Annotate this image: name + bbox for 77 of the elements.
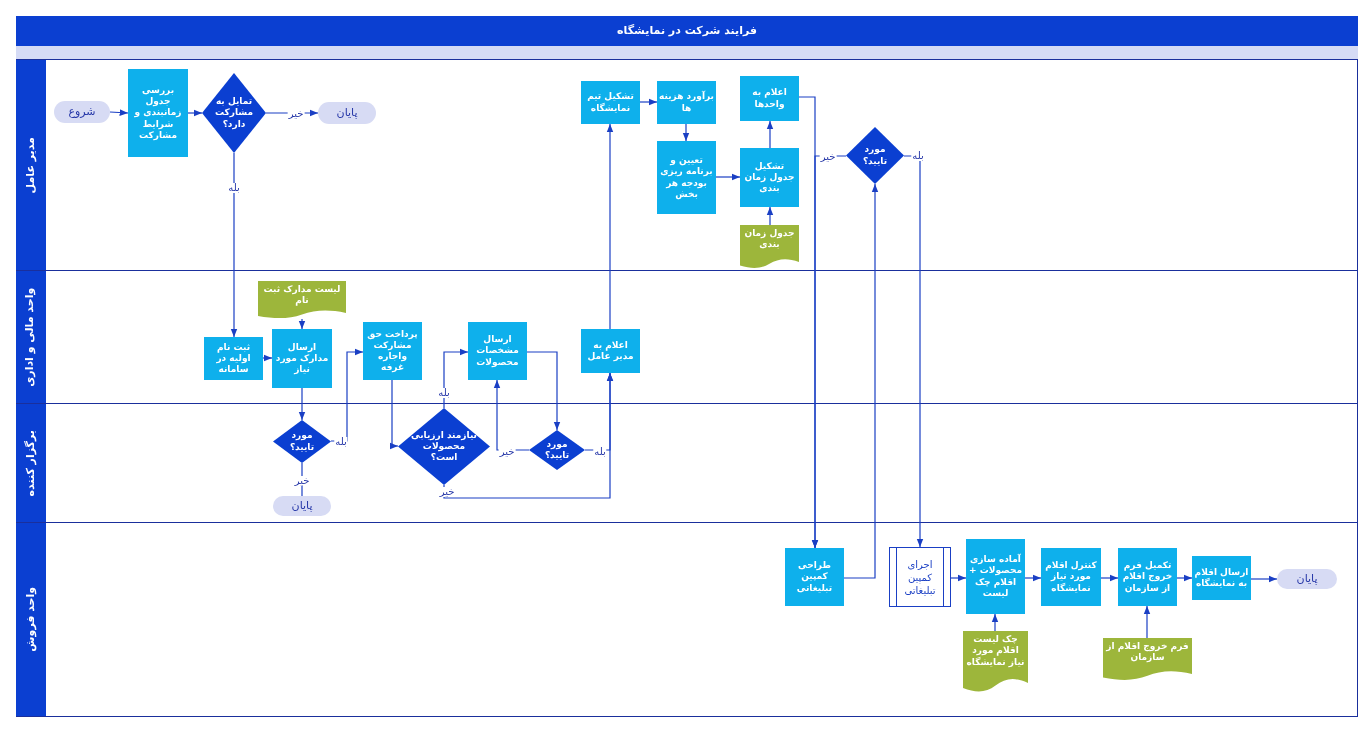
process-box: اعلام به واحدها: [740, 76, 799, 121]
edge-label: بله: [593, 447, 607, 457]
arrow: [606, 123, 614, 330]
arrow: [109, 109, 129, 116]
decision-diamond: مورد تایید؟: [529, 430, 585, 470]
decision-diamond: تمایل به مشارکت دارد؟: [202, 73, 266, 153]
document-shape: جدول زمان بندی: [740, 225, 799, 269]
process-box: کنترل اقلام مورد نیاز نمایشگاه: [1041, 548, 1101, 606]
lane-header: مدیر عامل: [16, 60, 46, 270]
subprocess-box: اجرای کمپین تبلیغاتی: [889, 547, 951, 607]
process-box: تشکیل جدول زمان بندی: [740, 148, 799, 207]
arrow: [1143, 605, 1151, 639]
terminal-pill: پایان: [318, 102, 376, 124]
arrow: [265, 109, 319, 117]
arrow: [443, 372, 614, 499]
process-box: ارسال اقلام به نمایشگاه: [1192, 556, 1251, 600]
process-box: آماده سازی محصولات + اقلام چک لیست: [966, 539, 1025, 614]
process-box: طراحی کمپین تبلیغاتی: [785, 548, 844, 606]
process-box: ثبت نام اولیه در سامانه: [204, 337, 263, 380]
swimlane: [16, 271, 1358, 404]
decision-diamond: نیازمند ارزیابی محصولات است؟: [398, 408, 490, 485]
arrow: [811, 155, 847, 549]
edge-label: خیر: [287, 109, 305, 119]
process-box: ارسال مشخصات محصولات: [468, 322, 527, 380]
terminal-pill: پایان: [1277, 569, 1337, 589]
terminal-pill: شروع: [54, 101, 110, 123]
lane-header: واحد مالی و اداری: [16, 271, 46, 403]
arrow: [1250, 575, 1278, 583]
arrow: [1100, 574, 1119, 582]
process-box: تکمیل فرم خروج اقلام از سازمان: [1118, 548, 1177, 606]
process-box: تشکیل تیم نمایشگاه: [581, 81, 640, 124]
arrow: [443, 348, 469, 409]
process-box: برآورد هزینه ها: [657, 81, 716, 124]
arrow: [1176, 574, 1193, 582]
document-shape: لیست مدارک ثبت نام: [258, 281, 346, 319]
arrow: [766, 206, 774, 226]
decision-diamond: مورد تایید؟: [273, 420, 331, 463]
arrow: [715, 173, 741, 181]
lane-header: برگزار کننده: [16, 404, 46, 522]
arrow: [230, 152, 238, 338]
arrow: [389, 379, 399, 450]
arrow: [262, 354, 273, 362]
edge-label: بله: [911, 151, 925, 161]
arrow: [766, 120, 774, 149]
arrow: [526, 351, 561, 431]
arrow: [991, 613, 999, 632]
edge-label: خیر: [498, 447, 516, 457]
process-box: تعیین و برنامه ریزی بودجه هر بخش: [657, 141, 716, 214]
document-shape: چک لیست اقلام مورد نیاز نمایشگاه: [963, 631, 1028, 693]
edge-label: بله: [334, 437, 348, 447]
process-box: ارسال مدارک مورد نیاز: [272, 329, 332, 388]
process-box: اعلام به مدیر عامل: [581, 329, 640, 373]
document-shape: فرم خروج اقلام از سازمان: [1103, 638, 1192, 681]
arrow: [903, 155, 924, 548]
arrow: [298, 387, 306, 421]
decision-diamond: مورد تایید؟: [846, 127, 904, 184]
edge-label: بله: [227, 183, 241, 193]
arrow: [330, 348, 364, 442]
arrow: [950, 574, 967, 582]
edge-label: خیر: [293, 476, 311, 486]
arrow: [298, 318, 306, 330]
lane-header: واحد فروش: [16, 523, 46, 716]
swimlane: [16, 404, 1358, 523]
title-bar: فرایند شرکت در نمایشگاه: [16, 16, 1358, 46]
arrow: [1024, 574, 1042, 582]
swimlane: [16, 60, 1358, 271]
arrow: [843, 183, 879, 579]
edge-label: خیر: [438, 487, 456, 497]
edge-label: بله: [437, 388, 451, 398]
arrow: [639, 98, 658, 106]
arrow: [493, 379, 530, 451]
arrow: [187, 109, 203, 117]
process-box: پرداخت حق مشارکت واجاره غرفه: [363, 322, 422, 380]
terminal-pill: پایان: [273, 496, 331, 516]
arrow: [682, 123, 690, 142]
process-box: بررسی جدول زمانبندی و شرایط مشارکت: [128, 69, 188, 157]
edge-label: خیر: [819, 152, 837, 162]
